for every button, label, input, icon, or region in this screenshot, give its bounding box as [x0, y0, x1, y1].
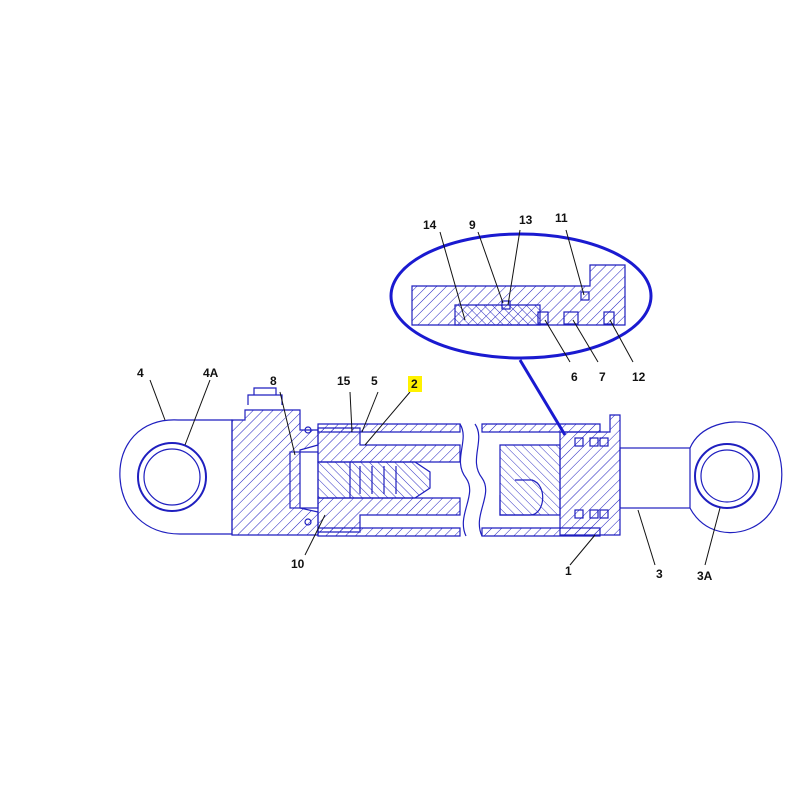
rod-bearing-inner [700, 449, 754, 503]
cylinder-body [119, 387, 783, 537]
barrel-bottom-wall [317, 527, 461, 537]
detail-ellipse [389, 232, 653, 360]
head-port-fitting [247, 387, 283, 405]
leader-lines [149, 229, 721, 566]
detail-piston [454, 304, 541, 326]
label-15: 15 [337, 374, 351, 388]
port-elbow [499, 479, 544, 516]
label-7: 7 [599, 370, 606, 384]
label-3a: 3A [697, 569, 713, 583]
piston [317, 427, 461, 463]
break-line-right [474, 423, 487, 537]
label-4a: 4A [203, 366, 219, 380]
break-line-left [459, 423, 471, 537]
label-14: 14 [423, 218, 437, 232]
label-4: 4 [137, 366, 144, 380]
rod-end-clevis [689, 421, 783, 534]
label-2: 2 [411, 377, 418, 391]
highlight-marker [408, 376, 422, 392]
label-1: 1 [565, 564, 572, 578]
label-11: 11 [555, 211, 568, 225]
label-10: 10 [291, 557, 305, 571]
label-3: 3 [656, 567, 663, 581]
label-9: 9 [469, 218, 476, 232]
piston-lower [317, 497, 461, 533]
rod-barrel [481, 423, 601, 433]
part-labels: 4 4A 8 15 5 2 10 1 3 3A 14 9 13 11 6 7 1… [137, 211, 713, 583]
detail-connector [518, 359, 567, 436]
head-end-clevis [119, 419, 233, 535]
barrel-top-wall [317, 423, 461, 433]
label-5: 5 [371, 374, 378, 388]
head-bearing-outer [137, 442, 207, 512]
label-8: 8 [270, 374, 277, 388]
head-bearing-inner [143, 448, 201, 506]
label-12: 12 [632, 370, 646, 384]
detail-view [389, 232, 653, 436]
rod-bearing-outer [694, 443, 760, 509]
piston-rod [619, 447, 691, 509]
label-6: 6 [571, 370, 578, 384]
piston-bolt-shank [317, 461, 431, 499]
label-13: 13 [519, 213, 533, 227]
